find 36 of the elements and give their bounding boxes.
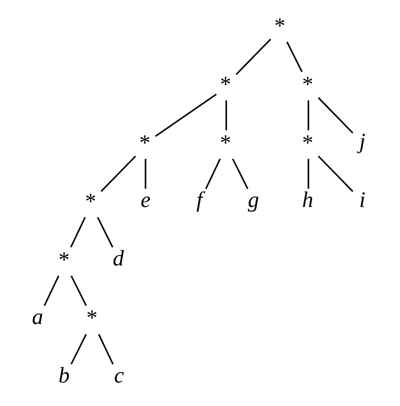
node-text: * xyxy=(219,71,231,96)
connector xyxy=(225,100,227,130)
connector xyxy=(307,100,309,130)
node-text: * xyxy=(86,305,97,330)
connector xyxy=(204,158,220,190)
node-text: * xyxy=(219,130,231,155)
node-text: * xyxy=(302,71,313,96)
node-text: b xyxy=(58,362,70,388)
connector xyxy=(70,334,86,365)
node-text: * xyxy=(302,130,313,155)
connector xyxy=(286,42,302,72)
node-text: * xyxy=(138,130,150,155)
connector xyxy=(317,97,353,134)
connector xyxy=(307,158,309,189)
node-text: * xyxy=(58,246,70,272)
node-text: a xyxy=(32,304,43,329)
node-text: j xyxy=(358,128,365,154)
node-text: * xyxy=(84,188,96,214)
connector xyxy=(98,334,114,364)
connector xyxy=(100,156,136,192)
node-text: c xyxy=(114,362,124,388)
connector xyxy=(144,158,146,189)
connector xyxy=(43,275,59,306)
node-text: d xyxy=(112,245,124,270)
connector xyxy=(317,156,353,192)
node-text: * xyxy=(274,12,285,38)
node-text: g xyxy=(247,186,258,212)
connector xyxy=(154,94,216,137)
connector xyxy=(235,38,271,76)
connector xyxy=(70,275,86,306)
connector xyxy=(232,158,248,190)
connector xyxy=(96,216,113,248)
node-text: i xyxy=(358,186,365,212)
node-text: h xyxy=(302,186,313,212)
node-text: e xyxy=(140,186,150,212)
connector xyxy=(70,216,86,248)
